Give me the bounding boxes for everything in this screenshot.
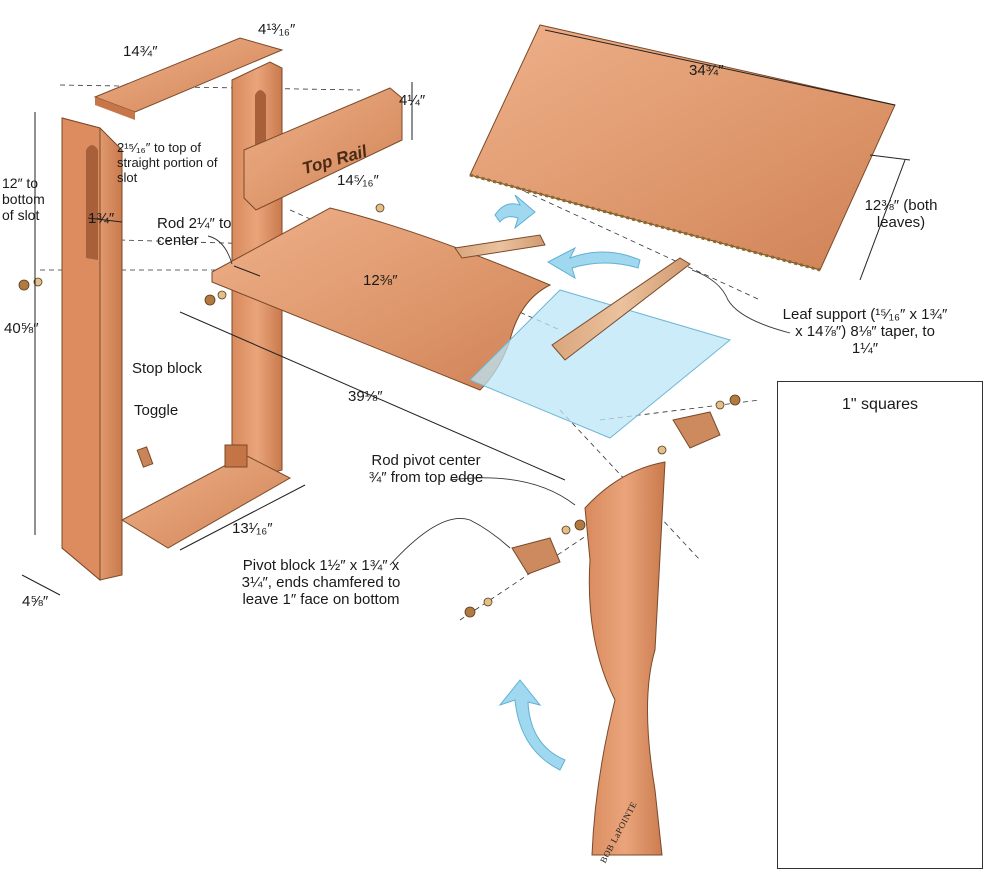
overall-length-label: 39⅛″ bbox=[348, 388, 383, 405]
top-width-label: 14¾″ bbox=[123, 43, 158, 60]
leaf-length-label: 34¾″ bbox=[689, 62, 724, 79]
toggle-shape bbox=[136, 446, 154, 468]
pivot-block-right bbox=[672, 411, 721, 449]
leaf-support-label: Leaf support (¹⁵⁄₁₆″ x 1¾″ x 14⅞″) 8⅛″ t… bbox=[782, 306, 948, 357]
left-side-panel bbox=[61, 117, 123, 582]
toggle-label: Toggle bbox=[134, 402, 179, 419]
rod-label: Rod 2¼″ to center bbox=[157, 215, 232, 249]
slot-top-label: 2¹⁵⁄₁₆″ to top of straight portion of sl… bbox=[117, 140, 218, 185]
dimension-lines bbox=[21, 29, 911, 596]
hardware bbox=[18, 203, 741, 618]
inset-title: 1" squares bbox=[842, 396, 918, 413]
leader-lines bbox=[207, 235, 791, 566]
glass-leaf bbox=[469, 289, 732, 439]
pivot-block-left bbox=[511, 537, 561, 575]
stop-block-shape bbox=[224, 444, 248, 468]
large-leaf bbox=[469, 24, 896, 271]
leaf-depth-label: 12⅜″ (both leaves) bbox=[864, 197, 938, 231]
stop-block-label: Stop block bbox=[132, 360, 203, 377]
rod-pivot-label: Rod pivot center ¾″ from top edge bbox=[368, 452, 484, 486]
top-depth-label: 4¹³⁄₁₆″ bbox=[258, 21, 296, 38]
side-height-label: 40⅝″ bbox=[4, 320, 39, 337]
foot-width-label: 4⅝″ bbox=[22, 593, 49, 610]
inset-frame bbox=[777, 381, 983, 869]
pivot-block-label: Pivot block 1½″ x 1¾″ x 3¼″, ends chamfe… bbox=[241, 557, 401, 608]
rotation-arrows bbox=[494, 194, 641, 771]
bottom-rail-label: 13¹⁄₁₆″ bbox=[232, 520, 273, 537]
slot-width-label: 1¾″ bbox=[88, 210, 115, 227]
rail-length-label: 14⁵⁄₁₆″ bbox=[337, 172, 379, 189]
leg-piece bbox=[584, 461, 666, 856]
rail-height-label: 4¼″ bbox=[399, 92, 426, 109]
leaf-width-label: 12⅜″ bbox=[363, 272, 398, 289]
slot-bottom-label: 12″ to bottom of slot bbox=[2, 175, 45, 223]
bottom-rail bbox=[120, 454, 292, 549]
leaf-support-stick bbox=[551, 257, 691, 361]
top-rail-board bbox=[243, 87, 403, 211]
